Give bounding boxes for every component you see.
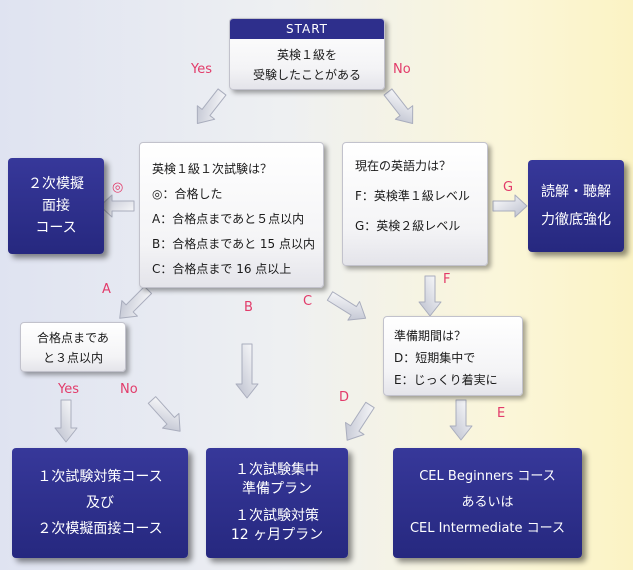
level-line-3: G：英検２級レベル bbox=[355, 219, 461, 233]
first-second-line-2: 及び bbox=[86, 495, 114, 511]
arrow-exam-b bbox=[235, 343, 259, 399]
label-c: C bbox=[303, 294, 313, 309]
reading-line-2: 力徹底強化 bbox=[541, 212, 611, 228]
within3-line-1: 合格点まであ bbox=[37, 331, 109, 345]
interview-line-2: 面接 bbox=[42, 198, 70, 214]
label-no-left: No bbox=[120, 382, 138, 397]
first-second-line-3: ２次模擬面接コース bbox=[37, 521, 163, 537]
within3-line-2: と３点以内 bbox=[42, 351, 103, 365]
arrow-exam-a bbox=[119, 285, 153, 319]
arrow-period-d bbox=[345, 401, 375, 441]
label-d: D bbox=[339, 390, 350, 405]
label-yes-left: Yes bbox=[58, 382, 79, 397]
label-yes-top: Yes bbox=[191, 62, 212, 77]
arrow-within3-no bbox=[147, 396, 181, 432]
arrow-period-e bbox=[449, 399, 473, 441]
cel-line-1: CEL Beginners コース bbox=[419, 469, 556, 484]
plans-line-2: 準備プラン bbox=[242, 481, 312, 497]
label-a: A bbox=[102, 282, 111, 297]
course-reading-listening: 読解・聴解 力徹底強化 bbox=[528, 160, 624, 252]
label-no-top: No bbox=[393, 62, 411, 77]
arrow-level-f bbox=[418, 275, 442, 317]
exam-line-1: 英検１級１次試験は？ bbox=[152, 162, 273, 176]
start-line-2: 受験したことがある bbox=[252, 68, 361, 82]
label-double-circle: ◎ bbox=[112, 180, 124, 195]
interview-line-3: コース bbox=[35, 220, 77, 236]
prep-period-question: 準備期間は？ D：短期集中で E：じっくり着実に bbox=[383, 316, 523, 396]
plans-line-3: １次試験対策 bbox=[235, 508, 319, 524]
exam-line-5: C：合格点まで 16 点以上 bbox=[152, 262, 292, 276]
period-line-1: 準備期間は？ bbox=[394, 329, 467, 343]
start-title: START bbox=[230, 19, 384, 39]
arrow-exam-c bbox=[326, 291, 367, 321]
arrow-start-yes bbox=[196, 88, 227, 125]
plans-line-1: １次試験集中 bbox=[235, 462, 319, 478]
within-three-points-question: 合格点まであ と３点以内 bbox=[20, 322, 126, 372]
course-second-interview: ２次模擬 面接 コース bbox=[8, 158, 104, 254]
plans-line-4: 12 ヶ月プラン bbox=[230, 527, 324, 543]
course-cel: CEL Beginners コース あるいは CEL Intermediate … bbox=[393, 448, 582, 558]
arrow-start-no bbox=[383, 88, 414, 125]
course-first-exam-plans: １次試験集中 準備プラン １次試験対策 12 ヶ月プラン bbox=[206, 448, 348, 558]
interview-line-1: ２次模擬 bbox=[28, 176, 84, 192]
start-line-1: 英検１級を bbox=[276, 48, 337, 62]
reading-line-1: 読解・聴解 bbox=[541, 184, 611, 200]
label-e: E bbox=[497, 406, 506, 421]
label-f: F bbox=[443, 272, 451, 287]
exam-result-question: 英検１級１次試験は？ ◎：合格した A：合格点まであと５点以内 B：合格点まであ… bbox=[139, 142, 324, 288]
course-first-and-second: １次試験対策コース 及び ２次模擬面接コース bbox=[12, 448, 188, 558]
start-node: START 英検１級を 受験したことがある bbox=[229, 18, 385, 90]
arrow-level-reading bbox=[492, 194, 528, 218]
english-level-question: 現在の英語力は？ F：英検準１級レベル G：英検２級レベル bbox=[342, 142, 488, 266]
first-second-line-1: １次試験対策コース bbox=[37, 469, 163, 485]
arrow-exam-interview bbox=[99, 194, 135, 218]
label-b: B bbox=[244, 300, 253, 315]
cel-line-3: CEL Intermediate コース bbox=[409, 521, 566, 536]
level-line-1: 現在の英語力は？ bbox=[355, 159, 452, 173]
exam-line-3: A：合格点まであと５点以内 bbox=[152, 212, 305, 226]
period-line-3: E：じっくり着実に bbox=[394, 373, 498, 387]
exam-line-4: B：合格点まであと 15 点以内 bbox=[152, 237, 316, 251]
label-g: G bbox=[503, 180, 514, 195]
level-line-2: F：英検準１級レベル bbox=[355, 189, 470, 203]
arrow-within3-yes bbox=[54, 399, 78, 443]
cel-line-2: あるいは bbox=[461, 495, 514, 510]
exam-line-2: ◎：合格した bbox=[152, 187, 223, 201]
period-line-2: D：短期集中で bbox=[394, 351, 476, 365]
